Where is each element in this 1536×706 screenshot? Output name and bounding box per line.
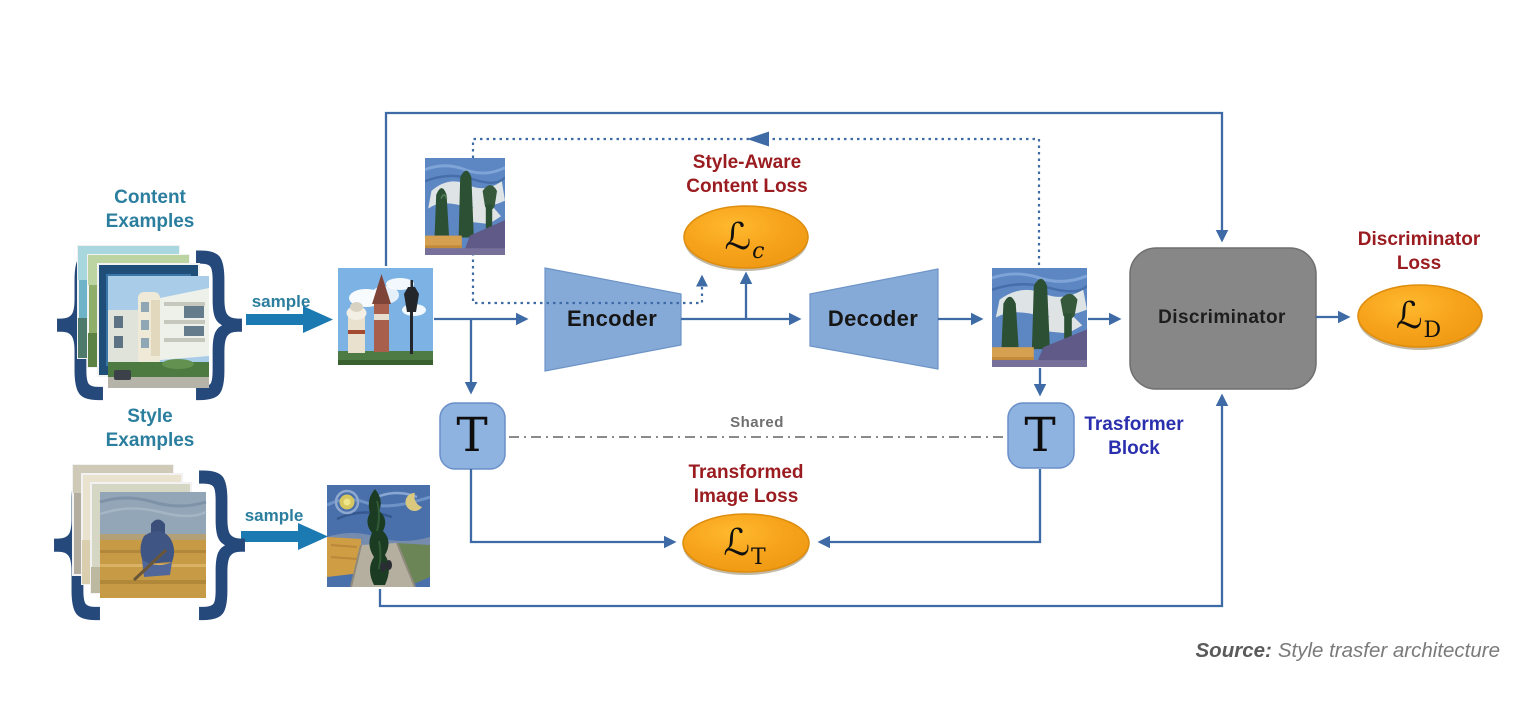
millet-style-painting [99,492,207,598]
transformed-loss-ellipse [682,513,810,575]
arrow-transformer-left-to-loss [469,469,677,549]
arrow-content-to-discriminator-top [384,111,1229,266]
sample-arrows [241,306,333,550]
style-examples-stack [72,458,212,615]
sample-style-label: sample [244,506,304,525]
content-loss-symbol: ℒc [724,215,765,265]
style-examples-label: Style Examples [105,406,195,451]
content-loss-title: Style-Aware Content Loss [686,152,808,197]
solid-arrows [378,111,1351,608]
sample-content-label: sample [251,292,311,311]
content-examples-label: Content Examples [105,187,195,232]
sampled-content-image [338,268,433,370]
transformer-block-left [439,402,506,470]
arrow-transformer-right-to-loss [817,469,1042,549]
arrow-style-to-discriminator-bottom [378,393,1229,608]
sample-arrow-content [246,306,333,333]
decoder-label: Decoder [827,306,919,331]
discriminator-loss-ellipse [1357,284,1483,350]
stylized-image-reencoded [424,158,506,260]
source-caption-label: Source: [1195,639,1272,662]
discriminator-label: Discriminator [1158,307,1286,328]
source-caption: Source:Style trasfer architecture [1196,639,1501,663]
discriminator-loss-title: Discriminator Loss [1357,229,1481,274]
transformer-block-right [1007,402,1075,469]
transformer-letter-left: T [456,408,488,463]
stylized-output-image [991,268,1088,372]
content-building-photo [108,276,209,388]
content-loss-ellipse [683,205,809,271]
sample-arrow-style [241,523,328,550]
discriminator-loss-symbol: ℒD [1395,294,1442,344]
sampled-style-image [326,485,431,592]
transformer-letter-right: T [1024,408,1056,463]
transformed-loss-symbol: ℒT [723,521,766,571]
encoder-label: Encoder [566,306,658,331]
transformed-loss-title: Transformed Image Loss [688,462,804,507]
source-caption-text: Style trasfer architecture [1277,639,1500,662]
discriminator-block [1129,247,1317,390]
transformer-block-label: Trasformer Block [1084,414,1184,459]
dotted-loop-arrowhead [747,131,769,147]
shared-label: Shared [730,414,784,431]
content-examples-stack [76,240,216,397]
decoder-block [809,268,939,370]
encoder-block [544,267,682,372]
